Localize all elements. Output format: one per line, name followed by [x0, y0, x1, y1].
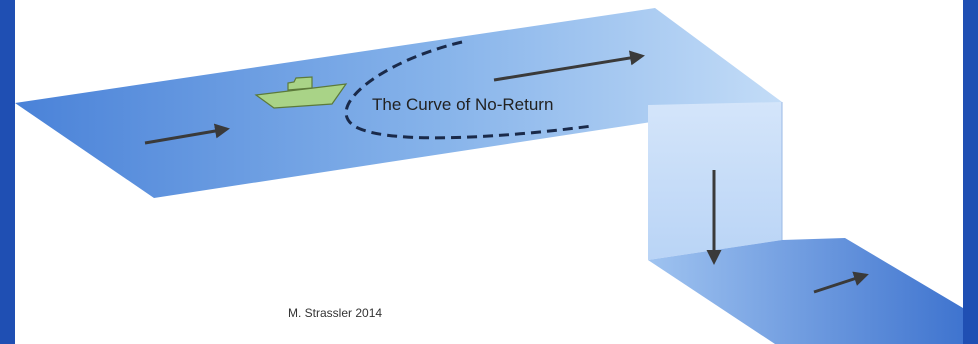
boat-icon	[254, 76, 348, 109]
arrow-icon-outgoing	[813, 271, 869, 294]
right-border-band	[963, 0, 978, 344]
lower-plane	[648, 238, 963, 344]
upper-plane	[15, 8, 782, 198]
arrow-icon-upper-right	[493, 50, 645, 82]
curve-of-no-return	[344, 40, 593, 140]
left-border-band	[0, 0, 15, 344]
arrow-icon-incoming	[144, 123, 230, 145]
curve-label: The Curve of No-Return	[372, 95, 553, 114]
credit-label: M. Strassler 2014	[288, 306, 382, 320]
